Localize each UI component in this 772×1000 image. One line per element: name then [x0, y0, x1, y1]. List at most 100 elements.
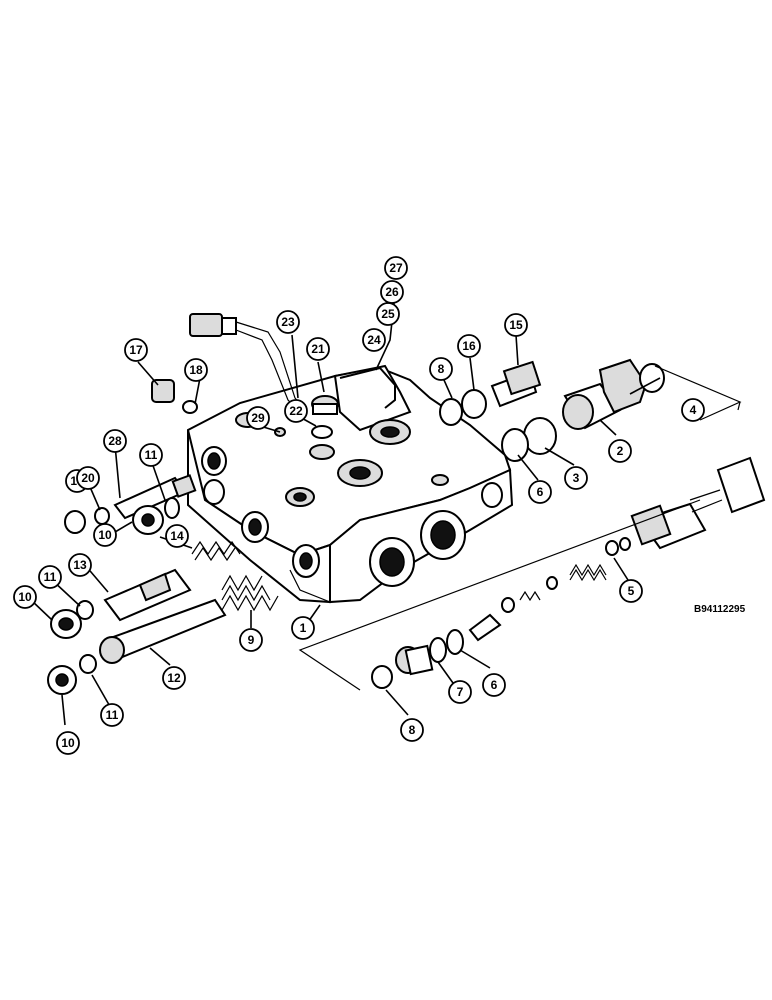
callout-label: 13 — [73, 558, 87, 572]
spring-14 — [191, 540, 241, 562]
callout-circle — [184, 358, 208, 382]
callout-11b: 11 — [38, 565, 62, 589]
callout-12: 12 — [162, 666, 186, 690]
callout-circle — [124, 338, 148, 362]
callout-label: 7 — [457, 685, 464, 699]
callout-label: 15 — [509, 318, 523, 332]
callout-13: 13 — [68, 553, 92, 577]
callout-label: 10 — [61, 736, 75, 750]
callout-7: 7 — [448, 680, 472, 704]
callout-2: 2 — [608, 439, 632, 463]
callout-11c: 11 — [100, 703, 124, 727]
plug-19 — [64, 510, 86, 534]
callout-label: 28 — [108, 434, 122, 448]
callout-29: 29 — [246, 406, 270, 430]
callout-label: 9 — [248, 633, 255, 647]
assembly-outline — [298, 365, 742, 691]
callout-label: 26 — [385, 285, 399, 299]
callout-circle — [400, 718, 424, 742]
callout-circle — [76, 466, 100, 490]
callout-circle — [619, 579, 643, 603]
callout-circle — [284, 399, 308, 423]
callout-circle — [139, 443, 163, 467]
callout-circle — [291, 616, 315, 640]
callout-20: 20 — [76, 466, 100, 490]
washer — [501, 597, 515, 613]
callout-label: 11 — [44, 570, 57, 584]
callout-circle — [457, 334, 481, 358]
callout-circle — [162, 666, 186, 690]
callout-label: 6 — [537, 485, 544, 499]
ring-5b — [619, 537, 631, 551]
callout-label: 29 — [251, 411, 265, 425]
callout-14: 14 — [165, 524, 189, 548]
o-ring-11-b — [76, 600, 94, 620]
callout-label: 16 — [462, 339, 476, 353]
callout-label: 27 — [389, 261, 403, 275]
callout-circle — [246, 406, 270, 430]
callout-circle — [528, 480, 552, 504]
callout-circle — [504, 313, 528, 337]
callout-circle — [103, 429, 127, 453]
callout-9: 9 — [239, 628, 263, 652]
o-ring-22 — [311, 425, 333, 439]
callout-label: 3 — [573, 471, 580, 485]
spool-13 — [103, 568, 192, 622]
callout-circle — [362, 328, 386, 352]
callout-label: 12 — [167, 671, 181, 685]
callout-circle — [239, 628, 263, 652]
plug-7 — [395, 644, 434, 676]
callout-circle — [564, 466, 588, 490]
o-ring-3 — [523, 417, 557, 455]
callout-circle — [306, 337, 330, 361]
callout-6a: 6 — [528, 480, 552, 504]
callout-circle — [482, 673, 506, 697]
callout-circle — [608, 439, 632, 463]
callout-circle — [681, 398, 705, 422]
callout-27: 27 — [384, 256, 408, 280]
callout-circle — [429, 357, 453, 381]
callout-21: 21 — [306, 337, 330, 361]
spring-9 — [221, 574, 279, 612]
o-ring-8-top — [439, 398, 463, 426]
o-ring-6-top — [501, 428, 529, 462]
callout-label: 23 — [281, 315, 295, 329]
ring-5a — [605, 540, 619, 556]
callout-circle — [276, 310, 300, 334]
callout-label: 11 — [145, 448, 158, 462]
callout-3: 3 — [564, 466, 588, 490]
poppet — [468, 613, 502, 642]
callout-24: 24 — [362, 328, 386, 352]
callout-circle — [13, 585, 37, 609]
o-ring-7 — [429, 637, 447, 663]
callout-circle — [165, 524, 189, 548]
callout-group: 2726252423211718816154292223628111920101… — [13, 256, 705, 755]
callout-10b: 10 — [13, 585, 37, 609]
callout-11a: 11 — [139, 443, 163, 467]
spring-5 — [569, 563, 607, 582]
callout-circle — [384, 256, 408, 280]
ring-20 — [94, 507, 110, 525]
callout-28: 28 — [103, 429, 127, 453]
top-plug-21 — [311, 395, 339, 415]
callout-label: 10 — [18, 590, 32, 604]
callout-label: 17 — [129, 343, 143, 357]
callout-25: 25 — [376, 302, 400, 326]
washer-8-bottom — [371, 665, 393, 689]
callout-5: 5 — [619, 579, 643, 603]
o-ring-16 — [461, 389, 487, 419]
callout-6b: 6 — [482, 673, 506, 697]
right-cartridge — [630, 456, 766, 550]
relief-valve-15 — [490, 360, 542, 408]
callout-label: 1 — [300, 621, 307, 635]
o-ring-11-c — [79, 654, 97, 674]
plug-10-c — [47, 665, 77, 695]
callout-circle — [56, 731, 80, 755]
callout-circle — [376, 302, 400, 326]
callout-circle — [93, 523, 117, 547]
callout-label: 21 — [311, 342, 325, 356]
callout-8b: 8 — [400, 718, 424, 742]
callout-18: 18 — [184, 358, 208, 382]
